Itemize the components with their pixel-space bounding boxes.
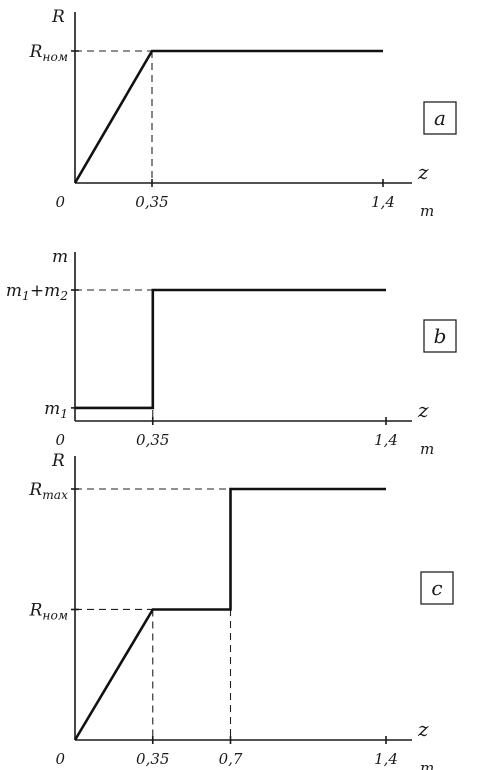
- panel-label: b: [434, 324, 447, 348]
- x-tick-label: 1,4: [374, 750, 398, 768]
- y-axis-label: R: [51, 451, 65, 471]
- panel-label-box: [423, 101, 457, 135]
- x-tick-label: 0,35: [136, 750, 169, 768]
- y-tick-label: Rmax: [28, 480, 68, 502]
- y-axis-label: m: [52, 247, 68, 267]
- x-axis-label: z: [417, 160, 429, 184]
- x-axis-unit: m: [420, 759, 434, 770]
- x-axis-label: z: [417, 398, 429, 422]
- panel-label-box: [423, 319, 457, 353]
- origin-label: 0: [55, 193, 65, 211]
- x-axis-unit: m: [420, 202, 434, 220]
- x-tick-label: 0,7: [219, 750, 243, 768]
- y-tick-label: m1+m2: [6, 281, 68, 303]
- x-axis-unit: m: [420, 440, 434, 458]
- x-axis-label: z: [417, 717, 429, 741]
- series-line: [73, 49, 383, 184]
- chart-panel-c: Rz m 0 0,35 0,7 1,4 Rном Rmax c: [28, 451, 454, 770]
- y-tick-label: Rном: [29, 42, 68, 64]
- y-tick-label: m1: [44, 399, 68, 421]
- x-tick-label: 0,35: [136, 431, 169, 449]
- chart-panel-a: Rzm 0 0,35 1,4 Rном a: [29, 7, 457, 220]
- panel-label-box: [420, 571, 454, 605]
- origin-label: 0: [55, 750, 65, 768]
- series-line: [73, 487, 386, 741]
- origin-label: 0: [55, 431, 65, 449]
- panel-label: c: [431, 576, 442, 600]
- y-axis-label: R: [51, 7, 65, 27]
- x-tick-label: 0,35: [135, 193, 168, 211]
- x-tick-label: 1,4: [371, 193, 395, 211]
- series-line: [75, 288, 386, 410]
- panel-label: a: [434, 106, 446, 130]
- y-tick-label: Rном: [29, 600, 68, 622]
- x-tick-label: 1,4: [374, 431, 398, 449]
